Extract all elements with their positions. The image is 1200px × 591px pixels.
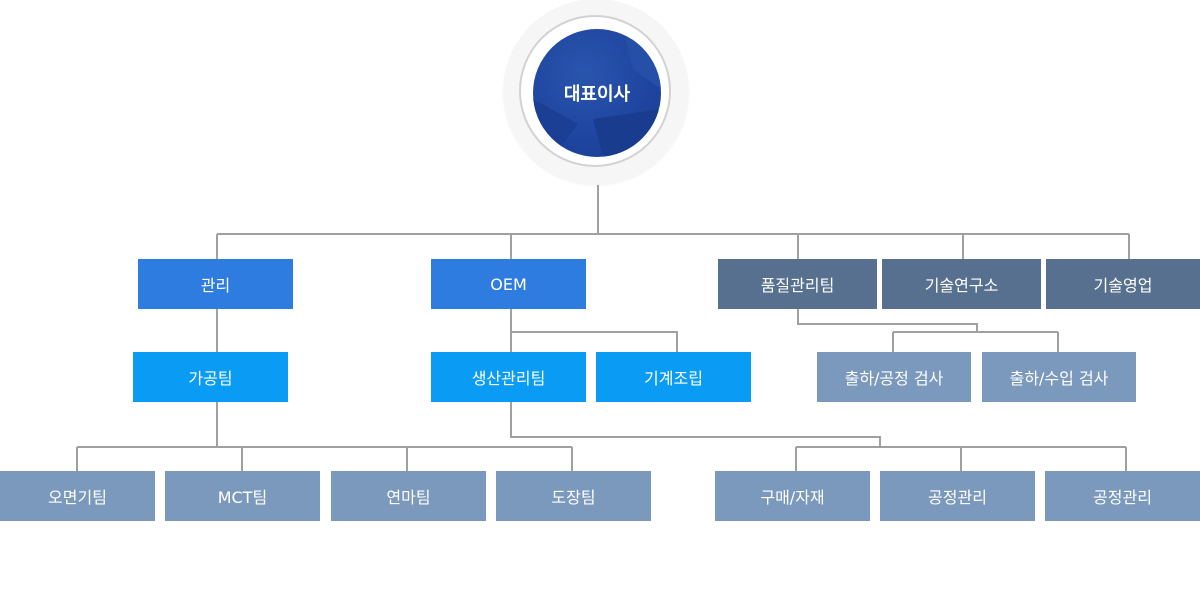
dept-sales: 기술영업 — [1046, 259, 1200, 309]
ceo-label: 대표이사 — [563, 84, 631, 105]
dept-quality: 품질관리팀 — [718, 259, 877, 309]
team-ship-inspect: 출하/공정 검사 — [817, 352, 971, 402]
unit-label: 공정관리 — [928, 488, 987, 507]
dept-lab-label: 기술연구소 — [924, 276, 999, 295]
dept-oem-label: OEM — [490, 274, 527, 294]
team-machining: 가공팀 — [133, 352, 288, 402]
unit-label: 연마팀 — [386, 488, 431, 507]
team-import-inspect-label: 출하/수입 검사 — [1009, 369, 1109, 388]
dept-management-label: 관리 — [200, 276, 231, 295]
team-assembly: 기계조립 — [596, 352, 751, 402]
dept-oem: OEM — [431, 259, 586, 309]
unit-label: MCT팀 — [217, 488, 268, 507]
unit-production-2: 공정관리 — [880, 471, 1035, 521]
ceo-node: 대표이사 — [533, 29, 661, 157]
connector-assembly — [511, 331, 678, 352]
connector-inspections — [797, 309, 978, 332]
unit-machining-1: 오면기팀 — [0, 471, 155, 521]
dept-quality-label: 품질관리팀 — [760, 276, 835, 295]
unit-machining-3: 연마팀 — [331, 471, 486, 521]
connector-production-teams — [510, 402, 881, 447]
team-import-inspect: 출하/수입 검사 — [982, 352, 1136, 402]
team-production: 생산관리팀 — [431, 352, 586, 402]
unit-machining-2: MCT팀 — [165, 471, 320, 521]
dept-lab: 기술연구소 — [882, 259, 1041, 309]
unit-label: 구매/자재 — [760, 488, 825, 507]
team-assembly-label: 기계조립 — [644, 369, 703, 388]
team-machining-label: 가공팀 — [188, 369, 233, 388]
unit-production-3: 공정관리 — [1045, 471, 1200, 521]
unit-machining-4: 도장팀 — [496, 471, 651, 521]
dept-sales-label: 기술영업 — [1093, 276, 1153, 295]
unit-label: 오면기팀 — [48, 488, 107, 507]
team-ship-inspect-label: 출하/공정 검사 — [844, 369, 944, 388]
unit-label: 공정관리 — [1093, 488, 1152, 507]
team-production-label: 생산관리팀 — [471, 369, 546, 388]
ceo-facet-pattern — [533, 29, 661, 157]
unit-label: 도장팀 — [551, 488, 596, 507]
unit-production-1: 구매/자재 — [715, 471, 870, 521]
dept-management: 관리 — [138, 259, 293, 309]
